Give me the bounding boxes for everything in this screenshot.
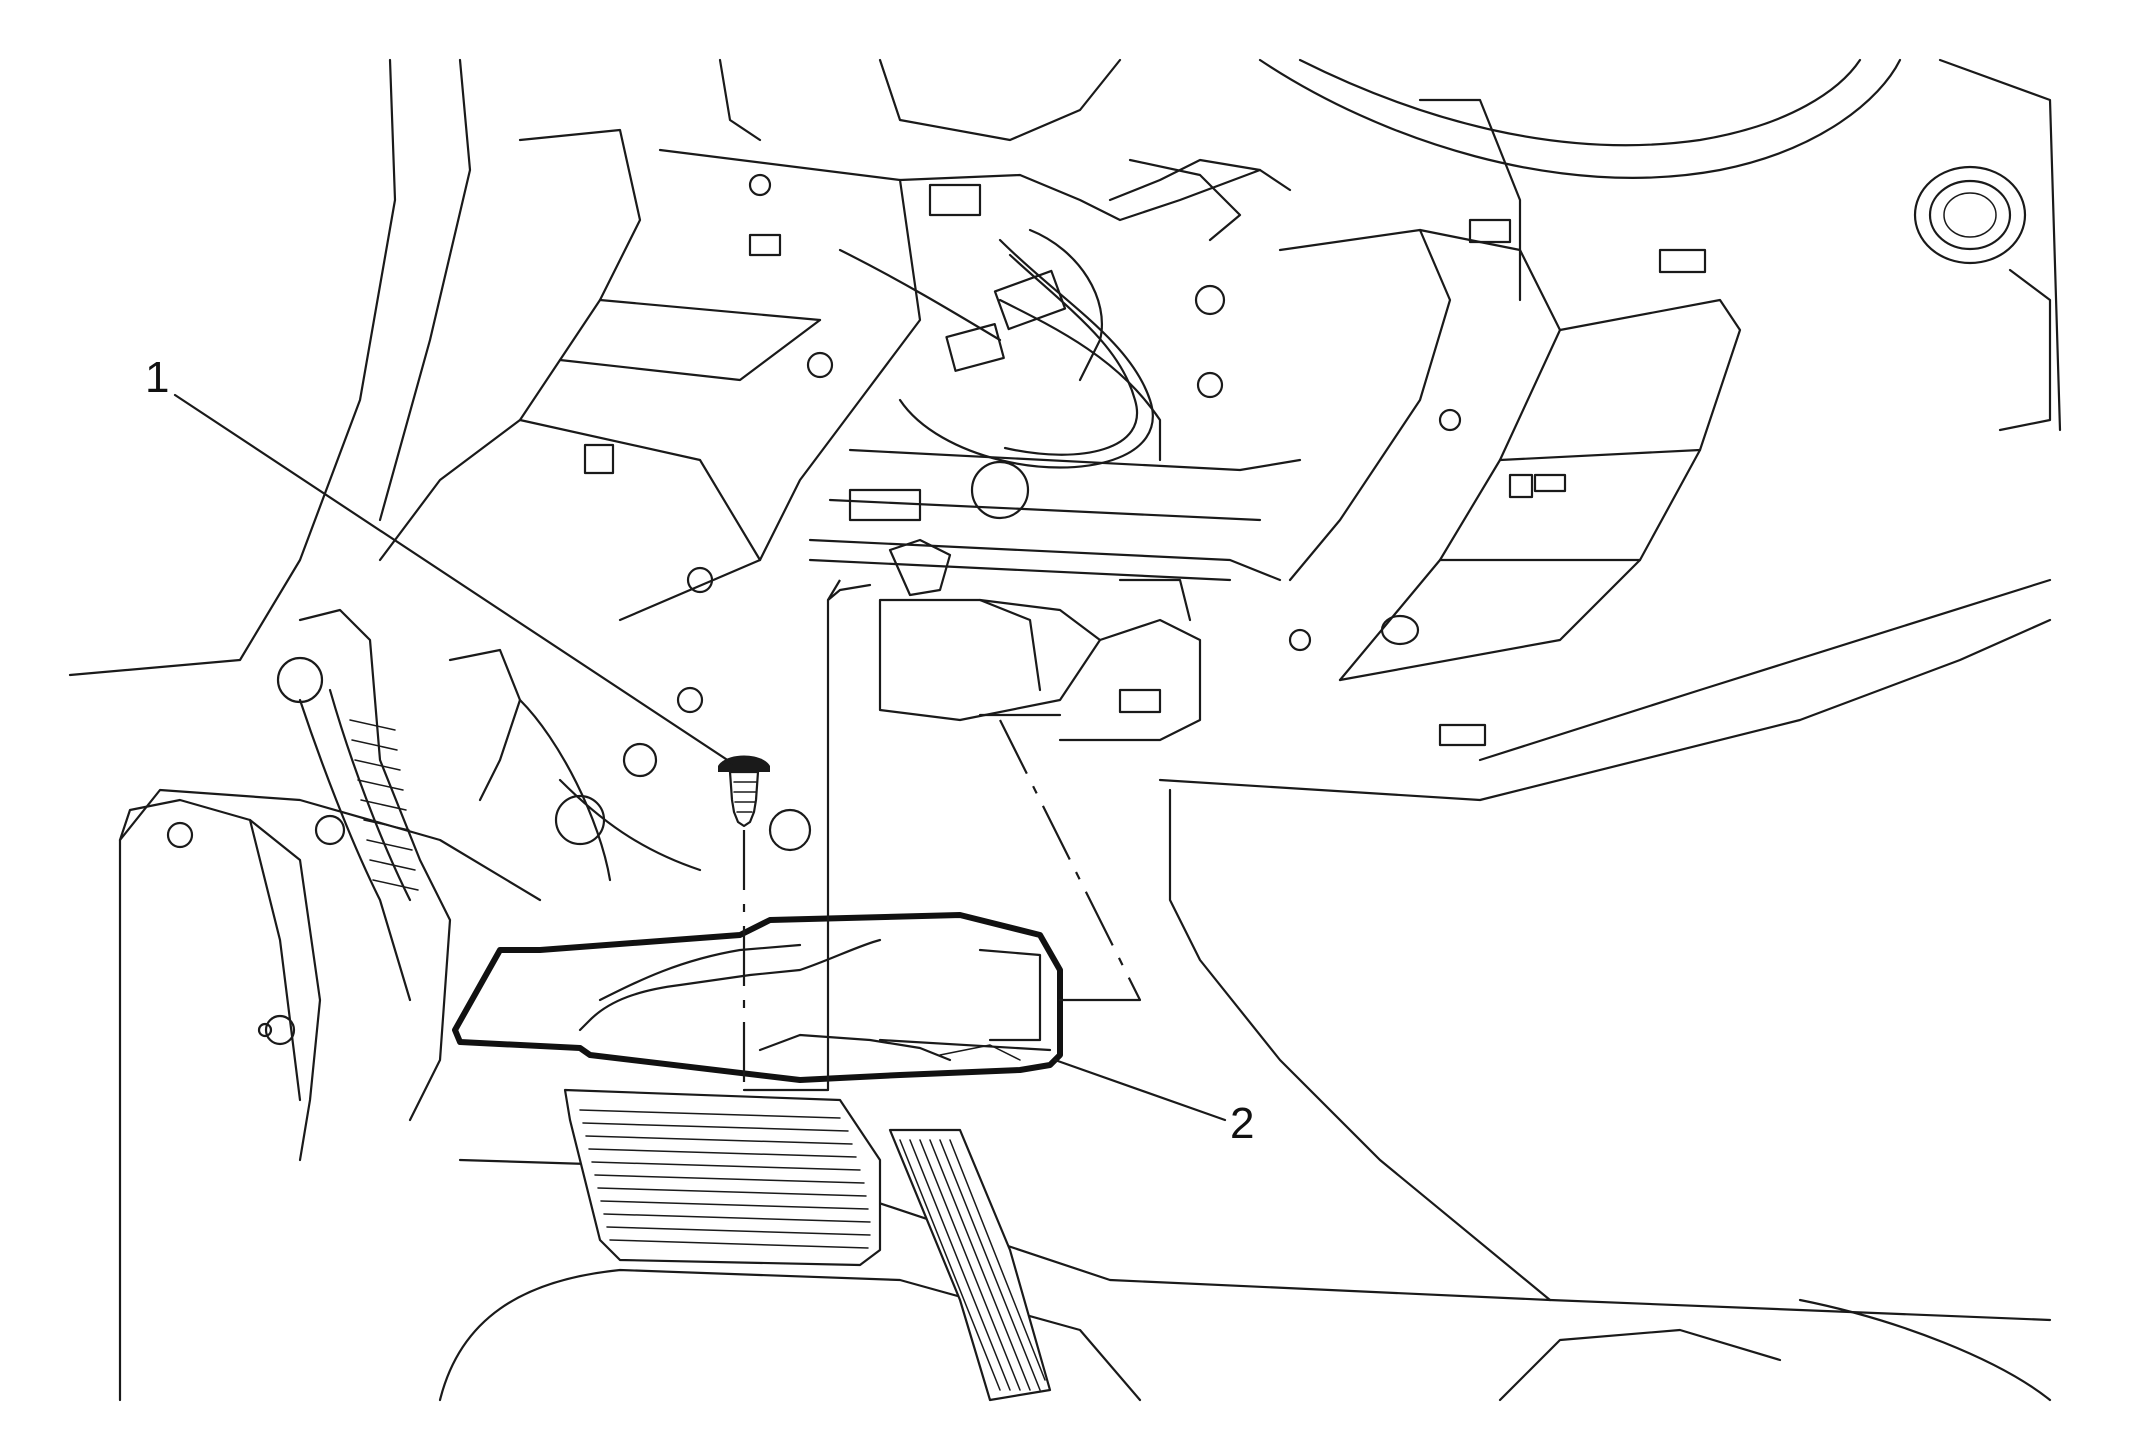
dash-trim-outline	[68, 58, 2062, 802]
air-vent-outlet	[1913, 165, 2052, 432]
push-pin-retainer	[718, 755, 812, 852]
right-support-bracket	[1278, 218, 1742, 747]
installation-guide-lines	[742, 579, 1142, 1092]
left-side-panel	[118, 798, 322, 1162]
brake-pedal-pad	[563, 1088, 882, 1267]
callout-2-label: 2	[1230, 1099, 1254, 1148]
cross-car-beam	[808, 448, 1302, 597]
callout-1-label: 1	[145, 353, 169, 402]
accelerator-pedal	[888, 1128, 1052, 1402]
leader-lines	[173, 393, 1227, 1122]
knee-bolster-insulator-panel	[452, 912, 1063, 1083]
floor-carpet-outline	[118, 788, 2052, 1402]
steering-column-housing	[898, 158, 1292, 462]
wiring-harness	[838, 238, 1154, 469]
pedal-linkage-spring	[166, 608, 704, 1122]
control-module-bracket	[878, 578, 1202, 742]
